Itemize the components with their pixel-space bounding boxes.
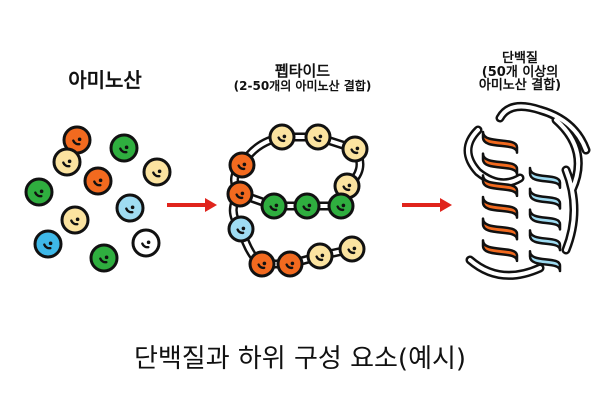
protein-helix-icon (463, 101, 591, 280)
amino-acid-ball-icon (24, 177, 54, 207)
amino-acid-ball-icon (52, 147, 82, 177)
amino-acid-ball-icon (227, 215, 255, 243)
amino-acid-ball-icon (268, 123, 296, 151)
amino-acid-ball-icon (115, 193, 145, 223)
protein-title: 단백질 (502, 51, 538, 66)
peptide-title: 펩타이드 (274, 62, 331, 80)
amino-acid-ball-icon (341, 135, 369, 163)
amino-acid-ball-icon (131, 228, 161, 258)
amino-acid-ball-icon (109, 133, 139, 163)
amino-acid-ball-icon (333, 172, 361, 200)
amino-acid-ball-icon (226, 180, 254, 208)
amino-acid-ball-icon (33, 229, 63, 259)
amino-acid-ball-icon (293, 192, 321, 220)
amino-acid-ball-icon (276, 250, 304, 278)
amino-acid-ball-icon (83, 166, 113, 196)
protein-subtitle-line1: (50개 이상의 (481, 64, 559, 80)
right-arrow-icon (167, 198, 217, 212)
amino-acid-label: 아미노산 (68, 68, 142, 92)
amino-acid-ball-icon (338, 235, 366, 263)
amino-acid-ball-icon (142, 157, 172, 187)
protein-label: 단백질 (50개 이상의 아미노산 결합) (440, 52, 600, 93)
amino-acid-ball-icon (62, 125, 92, 155)
amino-acid-ball-icon (304, 123, 332, 151)
peptide-label: 펩타이드 (2-50개의 아미노산 결합) (215, 62, 390, 93)
helix-strand (528, 166, 562, 273)
protein-subtitle-line2: 아미노산 결합) (478, 78, 562, 94)
peptide-chain-icon (226, 123, 369, 278)
amino-acid-ball-icon (89, 243, 119, 273)
amino-acid-ball-icon (60, 205, 90, 235)
amino-acid-group (24, 125, 172, 273)
diagram-caption: 단백질과 하위 구성 요소(예시) (133, 344, 467, 374)
amino-acid-ball-icon (327, 192, 355, 220)
amino-acid-ball-icon (248, 250, 276, 278)
right-arrow-icon (402, 198, 452, 212)
amino-acid-ball-icon (306, 242, 334, 270)
amino-acid-ball-icon (228, 151, 256, 179)
amino-acid-ball-icon (260, 192, 288, 220)
peptide-subtitle: (2-50개의 아미노산 결합) (233, 78, 372, 93)
helix-strand (481, 130, 519, 263)
